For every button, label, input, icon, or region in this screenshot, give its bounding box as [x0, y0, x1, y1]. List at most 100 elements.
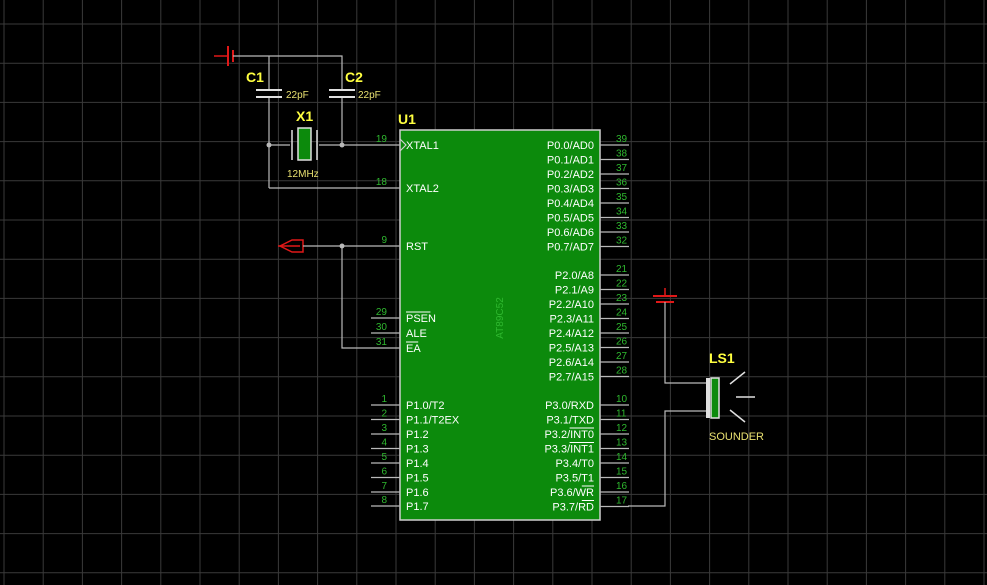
pin-label: P0.6/AD6: [547, 227, 594, 239]
pin-label: P2.1/A9: [555, 285, 594, 297]
pin-label: P1.0/T2: [406, 400, 445, 412]
pin-label: XTAL2: [406, 183, 439, 195]
pin-label: P2.4/A12: [549, 328, 594, 340]
pin-label: P2.3/A11: [550, 314, 594, 326]
ls1-type: SOUNDER: [709, 431, 764, 443]
pin-number: 30: [376, 322, 388, 333]
x1-ref: X1: [296, 108, 313, 124]
junction-rst-ea: [339, 243, 345, 249]
pin-label: P3.6/WR: [550, 487, 594, 499]
pin-8[interactable]: 8P1.7: [371, 495, 429, 513]
pin-2[interactable]: 2P1.1/T2EX: [371, 409, 460, 427]
ls1-top-wire: [664, 302, 706, 384]
pin-label: P3.3/INT1: [544, 444, 594, 456]
pin-number: 33: [616, 221, 628, 232]
pin-label: P0.0/AD0: [547, 140, 594, 152]
crystal-x1[interactable]: X1 12MHz: [269, 108, 342, 180]
capacitor-c1[interactable]: C1 22pF: [246, 69, 309, 101]
ls1-bottom-wire: [628, 410, 706, 507]
pin-number: 24: [616, 308, 628, 319]
pin-4[interactable]: 4P1.3: [371, 438, 429, 456]
pin-number: 3: [381, 423, 387, 434]
pin-number: 15: [616, 467, 628, 478]
pin-label: P2.2/A10: [549, 299, 594, 311]
pin-5[interactable]: 5P1.4: [371, 452, 429, 470]
pin-number: 6: [381, 467, 387, 478]
left-pins: 19XTAL118XTAL29RST29PSEN30ALE31EA1P1.0/T…: [371, 134, 460, 513]
pin-label: P0.3/AD3: [547, 184, 594, 196]
pin-label: EA: [406, 343, 421, 355]
pin-number: 27: [616, 351, 628, 362]
pin-number: 28: [616, 366, 628, 377]
pin-number: 17: [616, 496, 628, 507]
c1-value: 22pF: [286, 90, 309, 101]
pin-label: P0.2/AD2: [547, 169, 594, 181]
pin-number: 21: [616, 264, 628, 275]
pin-label: RST: [406, 241, 428, 253]
pin-1[interactable]: 1P1.0/T2: [371, 394, 445, 412]
pin-label: ALE: [406, 328, 427, 340]
capacitor-c2[interactable]: C2 22pF: [329, 69, 381, 101]
pin-label: P0.5/AD5: [547, 213, 594, 225]
c2-ref: C2: [345, 69, 363, 85]
ls1-ref: LS1: [709, 350, 735, 366]
pin-number: 11: [616, 409, 627, 420]
pin-3[interactable]: 3P1.2: [371, 423, 429, 441]
x1-value: 12MHz: [287, 169, 319, 180]
pin-number: 4: [381, 438, 387, 449]
pin-label: P3.7/RD: [552, 502, 594, 514]
pin-number: 10: [616, 394, 628, 405]
pin-label: P1.3: [406, 444, 429, 456]
pin-number: 37: [616, 163, 628, 174]
pin-number: 32: [616, 236, 628, 247]
pin-6[interactable]: 6P1.5: [371, 467, 429, 485]
pin-label: P1.5: [406, 473, 429, 485]
ea-wire: [341, 246, 371, 349]
pin-label: P1.4: [406, 458, 429, 470]
pin-number: 5: [381, 452, 387, 463]
pin-label: PSEN: [406, 313, 436, 325]
pin-number: 22: [616, 279, 628, 290]
pin-label: P1.1/T2EX: [406, 415, 460, 427]
pin-number: 1: [381, 394, 387, 405]
pin-label: P0.1/AD1: [547, 155, 594, 167]
pin-7[interactable]: 7P1.6: [371, 481, 429, 499]
pin-number: 38: [616, 149, 628, 160]
clock-marker: [399, 138, 407, 152]
pin-number: 13: [616, 438, 628, 449]
u1-part: AT89C52: [495, 297, 506, 339]
speaker-icon[interactable]: LS1 SOUNDER: [706, 350, 764, 443]
chip-u1[interactable]: U1 AT89C52 19XTAL118XTAL29RST29PSEN30ALE…: [371, 111, 629, 521]
